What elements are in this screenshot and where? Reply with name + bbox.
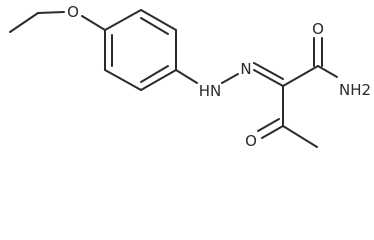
bond-ethyl-ch2-o — [37, 11, 65, 14]
amide-nh2-label: NH2 — [339, 81, 371, 99]
bond-ring-inner-double-top — [140, 17, 169, 35]
amide-oxygen-label: O — [312, 20, 324, 38]
ketone-oxygen-label: O — [245, 132, 257, 150]
bond-ketone-methyl — [282, 125, 318, 148]
bond-ring-c2-c3 — [104, 69, 142, 91]
bond-ring-c5-c6 — [140, 9, 177, 31]
bond-ring-inner-double-bottom — [140, 65, 169, 83]
bond-ring-c3-c4 — [140, 69, 177, 91]
hydrazone-nh-label: HN — [199, 82, 222, 100]
bond-ring-c6-c1 — [104, 9, 142, 31]
bond-ketone-co-double-a — [261, 125, 284, 139]
bond-ring-nh — [175, 69, 198, 84]
bond-ketone-co-double-b — [257, 118, 280, 132]
ether-oxygen-label: O — [67, 3, 79, 21]
bond-nh-n — [221, 73, 239, 84]
hydrazone-n-label: N — [240, 60, 251, 78]
bond-n-c-double-a — [253, 69, 284, 87]
bond-amide-c-nh2 — [317, 65, 338, 78]
chemical-structure-diagram: O HN N O NH2 O — [9, 3, 371, 150]
bond-n-c-double-b — [253, 62, 284, 80]
bond-ethyl-ch3-ch2 — [9, 12, 39, 33]
bond-o-ring — [81, 15, 106, 31]
bond-c-amide-carbon — [282, 65, 319, 87]
